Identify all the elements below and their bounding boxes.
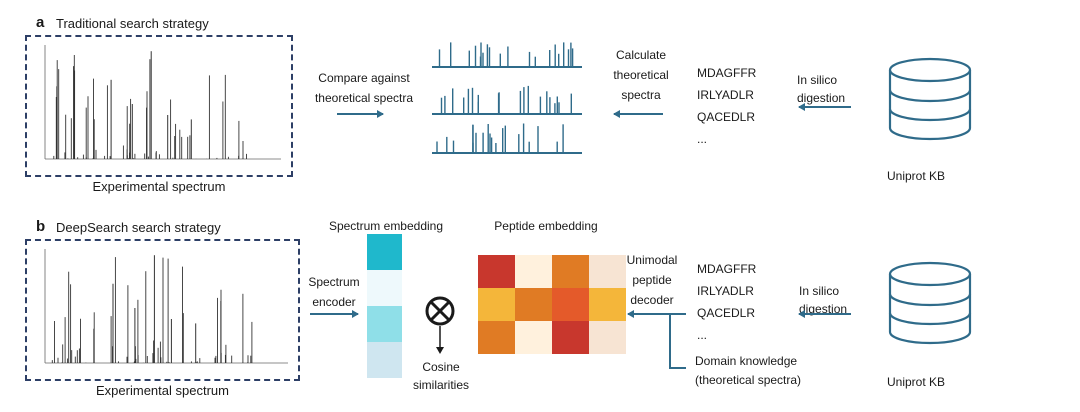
- compare-line-2: theoretical spectra: [314, 91, 414, 105]
- peptide-embedding-cell: [552, 288, 589, 321]
- calculate-line-2: theoretical: [613, 68, 669, 82]
- decoder-line-2: peptide: [632, 273, 672, 287]
- spectrum-embedding-cell: [367, 306, 402, 342]
- spectrum-embedding-cell: [367, 234, 402, 270]
- digestion-a-line-2: digestion: [797, 91, 846, 105]
- peptide-b-1: MDAGFFR: [697, 262, 757, 276]
- decoder-line-3: decoder: [630, 293, 674, 307]
- spectrum-plot-b: [44, 249, 288, 364]
- domain-line-2: (theoretical spectra): [695, 373, 802, 387]
- digestion-b-line-1: In silico: [799, 284, 840, 298]
- peptide-b-4: ...: [697, 328, 708, 342]
- peptide-b-3: QACEDLR: [697, 306, 756, 320]
- cosine-line-1: Cosine: [422, 360, 460, 374]
- peptide-embedding-label: Peptide embedding: [494, 219, 598, 233]
- panel-a-spectrum-caption: Experimental spectrum: [92, 179, 226, 194]
- peptide-embedding-cell: [589, 288, 626, 321]
- panel-b-spectrum-caption: Experimental spectrum: [96, 383, 229, 398]
- peptide-embedding: [478, 255, 626, 354]
- panel-a-letter: a: [36, 14, 45, 31]
- digestion-b-line-2: digestion: [799, 302, 848, 316]
- panel-a-title: Traditional search strategy: [56, 16, 209, 31]
- encoder-label: Spectrum encoder: [300, 272, 368, 312]
- peptide-a-2: IRLYADLR: [697, 88, 754, 102]
- peptide-embedding-cell: [478, 321, 515, 354]
- arrow-cosine-head: [436, 347, 444, 354]
- database-label-a: Uniprot KB: [886, 169, 946, 183]
- database-icon: [888, 57, 972, 141]
- peptide-a-4: ...: [697, 132, 708, 146]
- peptide-a-3: QACEDLR: [697, 110, 756, 124]
- database-label-b: Uniprot KB: [886, 375, 946, 389]
- digestion-a-line-1: In silico: [797, 73, 838, 87]
- peptide-embedding-cell: [515, 321, 552, 354]
- peptide-list-b: MDAGFFR IRLYADLR QACEDLR ...: [697, 258, 756, 346]
- encoder-line-2: encoder: [312, 295, 356, 309]
- calculate-line-1: Calculate: [615, 48, 667, 62]
- peptide-embedding-cell: [589, 321, 626, 354]
- digestion-label-b: In silico digestion: [799, 282, 847, 318]
- cosine-line-2: similarities: [412, 378, 469, 392]
- peptide-embedding-cell: [478, 255, 515, 288]
- spectrum-embedding: [367, 234, 402, 378]
- decoder-line-1: Unimodal: [626, 253, 678, 267]
- encoder-line-1: Spectrum: [308, 275, 360, 289]
- calculate-label: Calculate theoretical spectra: [596, 45, 686, 105]
- panel-b-title: DeepSearch search strategy: [56, 220, 221, 235]
- peptide-list-a: MDAGFFR IRLYADLR QACEDLR ...: [697, 62, 756, 150]
- compare-line-1: Compare against: [318, 71, 410, 85]
- digestion-label-a: In silico digestion: [797, 71, 845, 107]
- spectrum-embedding-label: Spectrum embedding: [328, 219, 444, 233]
- peptide-embedding-cell: [552, 321, 589, 354]
- decoder-label: Unimodal peptide decoder: [614, 250, 690, 310]
- spectrum-embedding-cell: [367, 342, 402, 378]
- peptide-embedding-cell: [589, 255, 626, 288]
- domain-knowledge-connector: [669, 314, 686, 369]
- peptide-b-2: IRLYADLR: [697, 284, 754, 298]
- panel-b-letter: b: [36, 218, 46, 235]
- domain-knowledge-label: Domain knowledge (theoretical spectra): [695, 352, 801, 390]
- spectrum-embedding-cell: [367, 270, 402, 306]
- experimental-spectrum-a: [25, 35, 293, 177]
- cosine-similarity-icon: [425, 296, 455, 326]
- spectrum-plot-a: [44, 45, 281, 160]
- peptide-embedding-cell: [552, 255, 589, 288]
- database-icon: [888, 261, 972, 345]
- peptide-embedding-cell: [515, 288, 552, 321]
- theoretical-spectra: [432, 42, 582, 154]
- peptide-embedding-cell: [478, 288, 515, 321]
- calculate-line-3: spectra: [621, 88, 661, 102]
- peptide-a-1: MDAGFFR: [697, 66, 757, 80]
- peptide-embedding-cell: [515, 255, 552, 288]
- domain-line-1: Domain knowledge: [695, 354, 798, 368]
- cosine-label: Cosine similarities: [396, 358, 486, 394]
- compare-label: Compare against theoretical spectra: [300, 68, 428, 108]
- experimental-spectrum-b: [25, 239, 300, 381]
